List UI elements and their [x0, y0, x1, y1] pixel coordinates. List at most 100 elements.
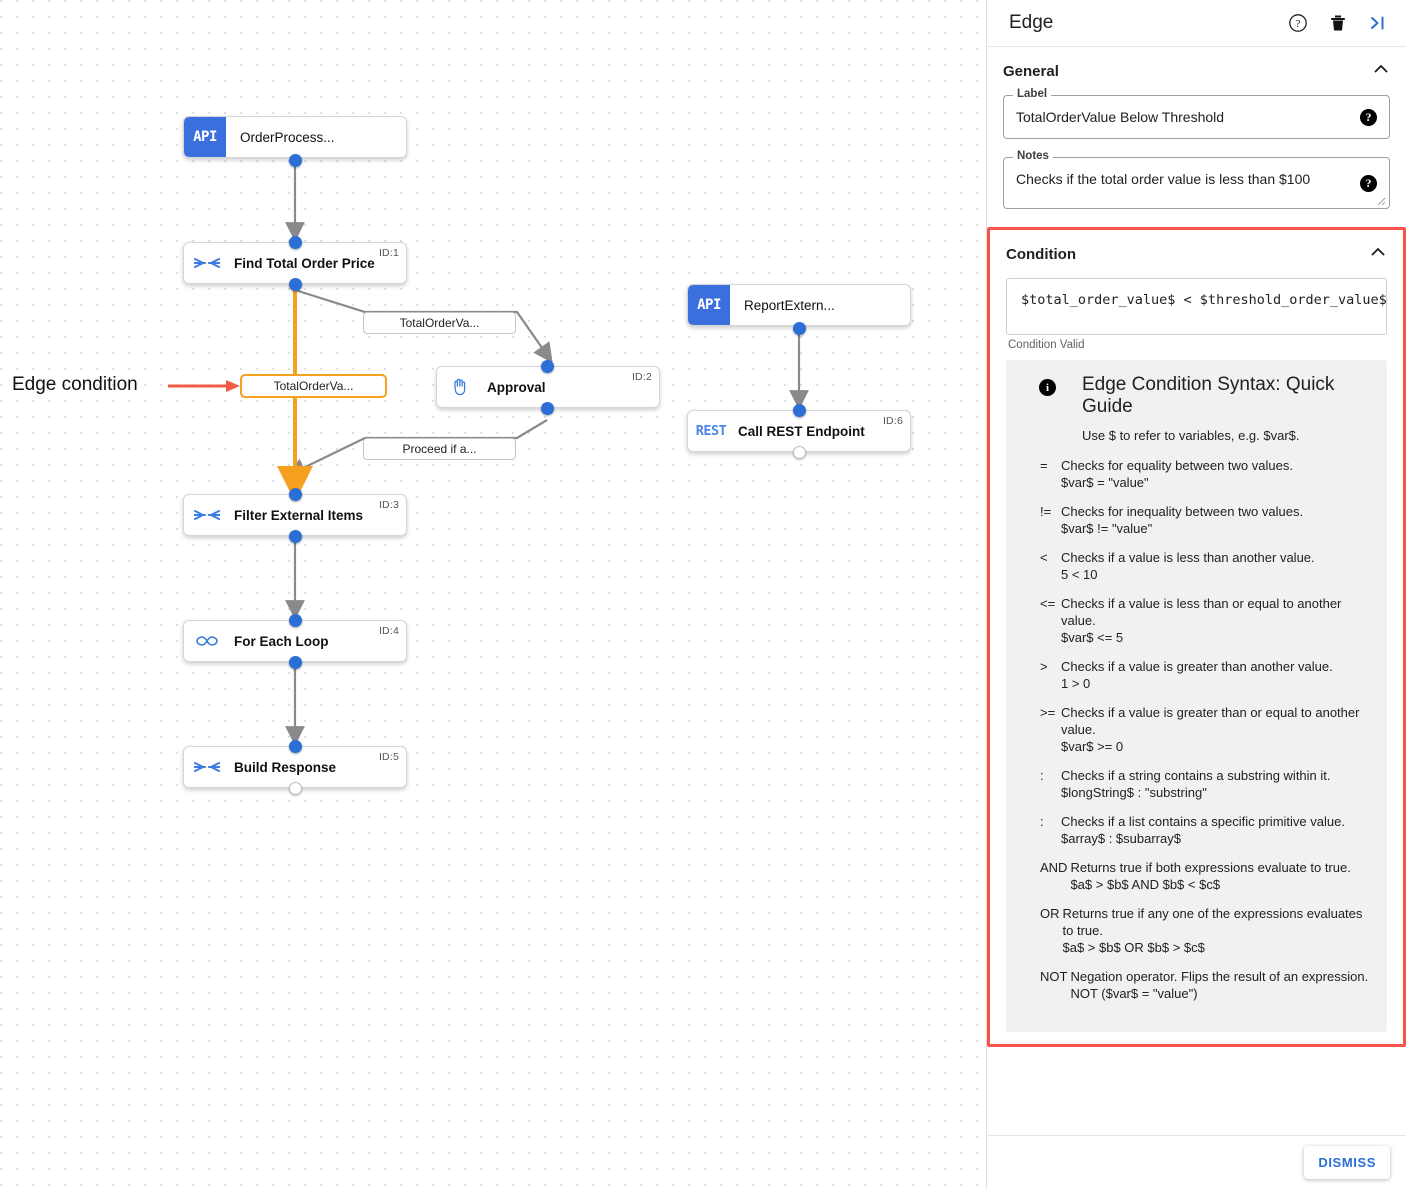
- operator-body: Checks if a value is less than or equal …: [1058, 595, 1371, 646]
- operator-symbol: =: [1040, 458, 1048, 473]
- question-mark-glyph: ?: [1360, 175, 1377, 192]
- operator-symbol: AND: [1040, 860, 1068, 875]
- node-id-badge: ID:6: [882, 415, 903, 427]
- operator-body: Checks if a value is greater than or equ…: [1058, 704, 1371, 755]
- notes-field[interactable]: Notes Checks if the total order value is…: [1003, 150, 1390, 209]
- operator-row: = Checks for equality between two values.…: [1022, 457, 1371, 491]
- operator-example: $var$ >= 0: [1061, 739, 1124, 754]
- operator-example: 5 < 10: [1061, 567, 1098, 582]
- notes-field-value[interactable]: Checks if the total order value is less …: [1016, 171, 1311, 187]
- general-section: General Label TotalOrderValue Below Thre…: [987, 47, 1406, 209]
- notes-help-icon[interactable]: ?: [1360, 174, 1377, 192]
- panel-footer: DISMISS: [987, 1135, 1406, 1189]
- panel-content: General Label TotalOrderValue Below Thre…: [987, 47, 1406, 1135]
- merge-arrows-icon: [184, 243, 230, 283]
- chevron-up-icon[interactable]: [1369, 243, 1387, 265]
- node-output-port[interactable]: [289, 278, 302, 291]
- node-find-total-order-price[interactable]: Find Total Order Price ID:1: [183, 242, 407, 284]
- node-report-external[interactable]: API ReportExtern...: [687, 284, 911, 326]
- operator-row: <= Checks if a value is less than or equa…: [1022, 595, 1371, 646]
- operator-description: Negation operator. Flips the result of a…: [1070, 969, 1369, 984]
- node-title: ReportExtern...: [744, 297, 835, 313]
- node-title: Approval: [487, 379, 546, 395]
- node-for-each-loop[interactable]: For Each Loop ID:4: [183, 620, 407, 662]
- node-input-port[interactable]: [289, 740, 302, 753]
- operator-description: Checks if a value is greater than anothe…: [1061, 659, 1333, 674]
- node-output-port-empty[interactable]: [793, 446, 806, 459]
- edge-label-proceed-if[interactable]: Proceed if a...: [363, 438, 516, 460]
- node-title: For Each Loop: [234, 633, 329, 649]
- condition-expression-input[interactable]: $total_order_value$ < $threshold_order_v…: [1006, 278, 1387, 335]
- node-input-port[interactable]: [289, 614, 302, 627]
- operator-body: Checks for equality between two values.$…: [1058, 457, 1371, 491]
- guide-title: Edge Condition Syntax: Quick Guide: [1082, 374, 1335, 417]
- panel-title: Edge: [1009, 12, 1054, 33]
- operator-description: Checks if a value is greater than or equ…: [1061, 705, 1360, 737]
- operator-symbol: >: [1040, 659, 1048, 674]
- operator-example: $var$ != "value": [1061, 521, 1153, 536]
- general-section-header[interactable]: General: [1003, 47, 1390, 95]
- label-help-icon[interactable]: ?: [1360, 108, 1377, 126]
- operator-example: $a$ > $b$ AND $b$ < $c$: [1070, 877, 1221, 892]
- collapse-panel-icon[interactable]: [1368, 13, 1388, 33]
- operator-example: $array$ : $subarray$: [1061, 831, 1181, 846]
- condition-section-highlight: Condition $total_order_value$ < $thresho…: [987, 227, 1406, 1047]
- node-input-port[interactable]: [289, 488, 302, 501]
- operator-description: Returns true if both expressions evaluat…: [1070, 860, 1351, 875]
- operator-symbol: <=: [1040, 596, 1056, 611]
- node-input-port[interactable]: [289, 236, 302, 249]
- node-order-process[interactable]: API OrderProcess...: [183, 116, 407, 158]
- textarea-resize-handle[interactable]: [1377, 197, 1386, 206]
- condition-section-header[interactable]: Condition: [1006, 230, 1387, 278]
- node-id-badge: ID:1: [378, 247, 399, 259]
- node-id-badge: ID:2: [631, 371, 652, 383]
- operator-body: Returns true if both expressions evaluat…: [1067, 859, 1371, 893]
- node-call-rest-endpoint[interactable]: REST Call REST Endpoint ID:6: [687, 410, 911, 452]
- operator-description: Checks if a string contains a substring …: [1061, 768, 1331, 783]
- operator-example: $longString$ : "substring": [1061, 785, 1207, 800]
- operator-description: Checks for inequality between two values…: [1061, 504, 1304, 519]
- dismiss-button[interactable]: DISMISS: [1304, 1146, 1390, 1179]
- node-output-port-empty[interactable]: [289, 782, 302, 795]
- chevron-up-icon[interactable]: [1372, 60, 1390, 82]
- info-icon: i: [1039, 379, 1056, 396]
- operator-symbol: <: [1040, 550, 1048, 565]
- operator-symbol: :: [1040, 814, 1044, 829]
- node-output-port[interactable]: [289, 656, 302, 669]
- node-id-badge: ID:5: [378, 751, 399, 763]
- edge-label-total-order-value-upper[interactable]: TotalOrderVa...: [363, 312, 516, 334]
- rest-label: REST: [695, 423, 727, 439]
- delete-icon[interactable]: [1328, 13, 1348, 33]
- operator-symbol: !=: [1040, 504, 1052, 519]
- operator-description: Checks for equality between two values.: [1061, 458, 1293, 473]
- label-field-value[interactable]: TotalOrderValue Below Threshold: [1016, 109, 1225, 125]
- edge-connections-layer: [168, 162, 809, 746]
- node-input-port[interactable]: [541, 360, 554, 373]
- edge-label-total-order-value-selected[interactable]: TotalOrderVa...: [240, 374, 387, 398]
- node-output-port[interactable]: [541, 402, 554, 415]
- edge-properties-panel: Edge ?: [986, 0, 1406, 1189]
- operator-example: $a$ > $b$ OR $b$ > $c$: [1062, 940, 1205, 955]
- svg-text:?: ?: [1296, 18, 1301, 30]
- guide-subtitle: Use $ to refer to variables, e.g. $var$.: [1082, 428, 1300, 443]
- help-icon[interactable]: ?: [1288, 13, 1308, 33]
- flow-canvas[interactable]: Edge condition API OrderProcess... Find …: [0, 0, 986, 1189]
- hand-icon: [437, 367, 483, 407]
- node-title: Call REST Endpoint: [738, 423, 865, 439]
- node-output-port[interactable]: [289, 154, 302, 167]
- condition-section: Condition $total_order_value$ < $thresho…: [990, 230, 1403, 1044]
- operator-description: Checks if a list contains a specific pri…: [1061, 814, 1345, 829]
- general-heading: General: [1003, 62, 1059, 80]
- operator-body: Checks if a value is less than another v…: [1058, 549, 1371, 583]
- operator-symbol: :: [1040, 768, 1044, 783]
- label-field[interactable]: Label TotalOrderValue Below Threshold ?: [1003, 88, 1390, 139]
- operator-description: Checks if a value is less than or equal …: [1061, 596, 1342, 628]
- merge-arrows-icon: [184, 495, 230, 535]
- node-output-port[interactable]: [793, 322, 806, 335]
- infinity-icon: [184, 621, 230, 661]
- node-input-port[interactable]: [793, 404, 806, 417]
- condition-syntax-guide: i Edge Condition Syntax: Quick Guide Use…: [1006, 360, 1387, 1032]
- operator-list: = Checks for equality between two values.…: [1022, 457, 1371, 1002]
- node-output-port[interactable]: [289, 530, 302, 543]
